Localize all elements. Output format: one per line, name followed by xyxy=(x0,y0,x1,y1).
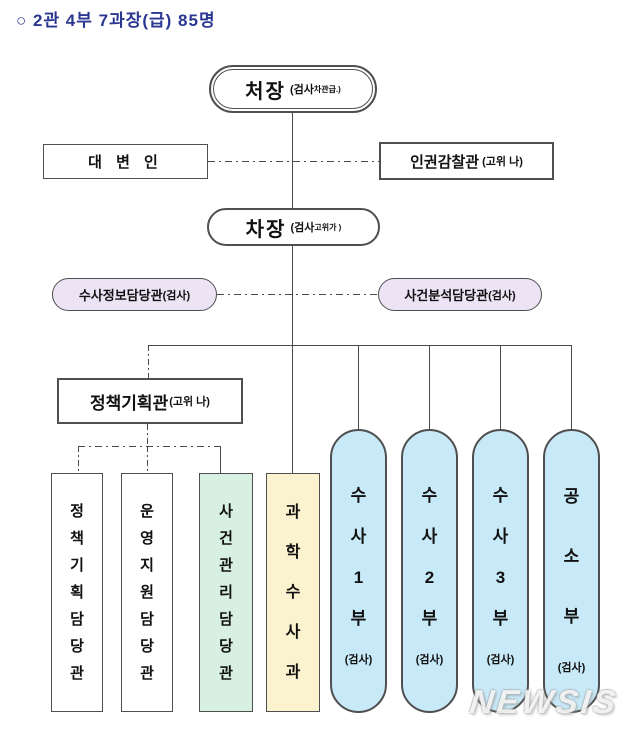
newsis-watermark: NEWSIS xyxy=(468,683,621,720)
connector-forensic-drop xyxy=(292,345,293,473)
connector-policy-sub-stem xyxy=(147,424,148,446)
deputy-name: 차장 xyxy=(245,218,287,241)
deputy-rank-sup: 고위가 ) xyxy=(314,222,342,232)
connector-policy-sub-horizontal xyxy=(78,446,220,447)
operations-officer-name: 운영지원담당관 xyxy=(140,503,154,682)
policy-director-rank: (고위 나) xyxy=(169,396,210,408)
node-prosecution-div: 공소부 (검사) xyxy=(543,429,600,713)
forensic-division-name: 과학수사과 xyxy=(285,503,301,681)
connector-officer3-drop xyxy=(220,446,221,474)
chief-name: 처장 xyxy=(245,80,286,103)
node-invest-div3: 수사3부 (검사) xyxy=(472,429,529,713)
connector-div4-drop xyxy=(571,345,572,430)
case-analysis-rank: (검사) xyxy=(488,289,516,302)
chief-rank-prefix: (검사 xyxy=(289,84,314,96)
connector-officer-row xyxy=(217,294,378,295)
connector-officer2-drop xyxy=(147,446,148,474)
spokesperson-name: 대 변 인 xyxy=(88,154,163,171)
invest-info-rank: (검사) xyxy=(162,289,191,302)
node-human-rights-inspector: 인권감찰관(고위 나) xyxy=(379,142,554,180)
chief-rank-sup: 차관급.) xyxy=(313,84,341,94)
invest-div3-rank: (검사) xyxy=(486,654,515,666)
connector-deputy-trunk xyxy=(292,245,293,345)
invest-div1-rank: (검사) xyxy=(344,654,373,666)
node-forensic-science-division: 과학수사과 xyxy=(266,473,320,712)
node-policy-planning-officer: 정책기획담당관 xyxy=(51,473,103,712)
policy-director-name: 정책기획관 xyxy=(90,393,169,413)
connector-chief-deputy xyxy=(292,112,293,208)
page-title: ○ 2관 4부 7과장(급) 85명 xyxy=(16,11,216,30)
case-management-name: 사건관리담당관 xyxy=(219,503,233,682)
invest-div3-name: 수사3부 xyxy=(492,486,509,628)
prosecution-div-name: 공소부 xyxy=(563,487,580,626)
connector-div1-drop xyxy=(358,345,359,430)
deputy-rank-prefix: (검사 xyxy=(290,222,315,234)
invest-div2-rank: (검사) xyxy=(415,654,444,666)
node-operations-support-officer: 운영지원담당관 xyxy=(121,473,173,712)
connector-div2-drop xyxy=(429,345,430,430)
hr-inspector-name: 인권감찰관 xyxy=(410,153,480,171)
case-analysis-name: 사건분석담당관 xyxy=(404,288,489,303)
node-case-management-officer: 사건관리담당관 xyxy=(199,473,253,712)
node-policy-planning-director: 정책기획관(고위 나) xyxy=(57,378,243,424)
invest-div1-name: 수사1부 xyxy=(350,486,367,628)
node-invest-info-officer: 수사정보담당관(검사) xyxy=(52,278,217,311)
policy-officer-name: 정책기획담당관 xyxy=(70,503,84,682)
node-spokesperson: 대 변 인 xyxy=(43,144,208,179)
hr-inspector-rank: (고위 나) xyxy=(482,156,523,168)
node-invest-div1: 수사1부 (검사) xyxy=(330,429,387,713)
invest-info-name: 수사정보담당관 xyxy=(78,288,163,303)
prosecution-div-rank: (검사) xyxy=(557,662,586,674)
connector-officer1-drop xyxy=(78,446,79,474)
connector-spokesperson-row xyxy=(208,161,379,162)
connector-div3-drop xyxy=(500,345,501,430)
node-invest-div2: 수사2부 (검사) xyxy=(401,429,458,713)
connector-main-horizontal xyxy=(148,345,572,346)
connector-policy-drop xyxy=(148,345,149,378)
node-case-analysis-officer: 사건분석담당관(검사) xyxy=(378,278,542,311)
invest-div2-name: 수사2부 xyxy=(421,486,438,628)
